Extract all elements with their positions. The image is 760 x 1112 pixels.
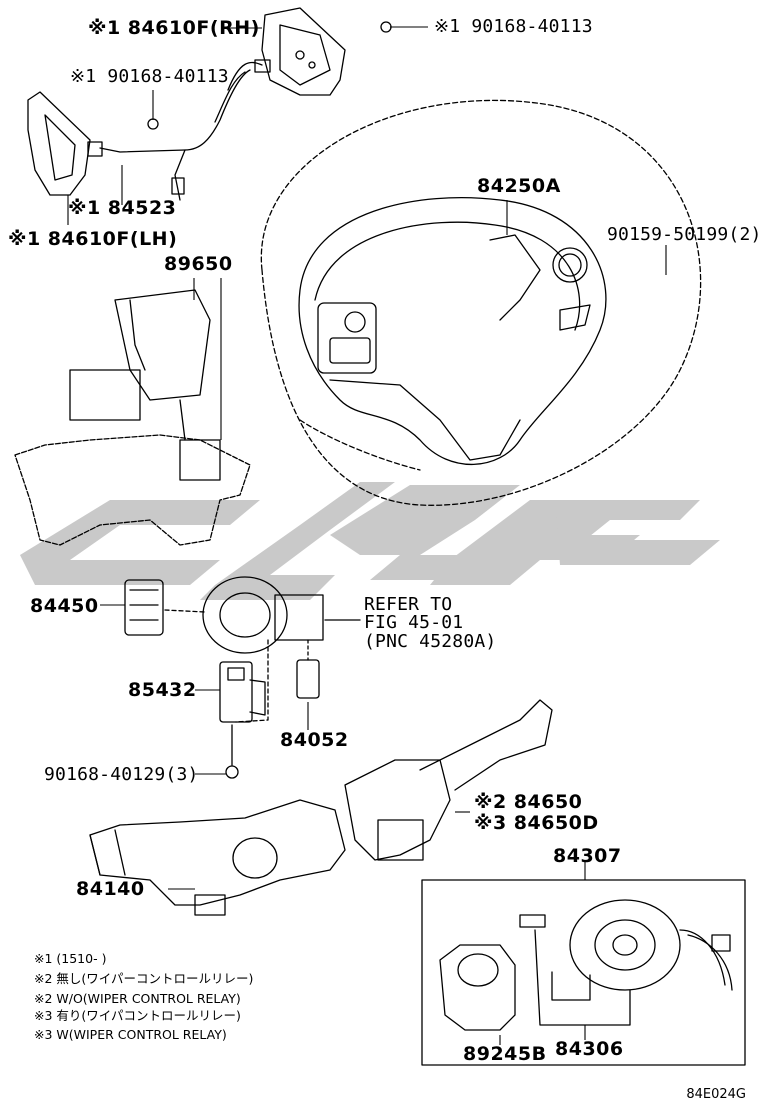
paddle-switch-lh (27, 91, 91, 196)
note-4: ※3 有り(ワイパコントロールリレー) (34, 1008, 241, 1023)
note-2: ※2 無し(ワイパーコントロールリレー) (34, 971, 254, 986)
module-89650 (14, 289, 251, 546)
label-84523: ※1 84523 (68, 197, 177, 219)
label-84450: 84450 (30, 595, 99, 617)
note-5: ※3 W(WIPER CONTROL RELAY) (34, 1027, 227, 1042)
sensor-89245B (439, 944, 516, 1031)
bolt-90168-40129 (225, 724, 239, 779)
steering-wheel-84250A (260, 99, 702, 506)
label-84250A: 84250A (477, 175, 561, 197)
figure-code: 84E024G (686, 1087, 746, 1102)
label-89245B: 89245B (463, 1043, 547, 1065)
label-90168-40129: 90168-40129(3) (44, 764, 199, 785)
refer-line3: (PNC 45280A) (364, 631, 497, 652)
label-89650: 89650 (164, 253, 233, 275)
wiper-switch-84650 (344, 699, 553, 861)
label-85432: 85432 (128, 679, 197, 701)
label-84140: 84140 (76, 878, 145, 900)
wire-harness-84523 (87, 69, 251, 201)
paddle-switch-rh (227, 7, 346, 96)
label-84610F-rh: ※1 84610F(RH) (88, 17, 260, 39)
note-3: ※2 W/O(WIPER CONTROL RELAY) (34, 991, 241, 1006)
label-84052: 84052 (280, 729, 349, 751)
refer-line2: FIG 45-01 (364, 612, 464, 633)
note-1: ※1 (1510- ) (34, 951, 107, 966)
label-90159-50199: 90159-50199(2) (607, 224, 760, 245)
switch-84450 (124, 579, 164, 636)
transponder-85432 (219, 639, 269, 723)
label-84306: 84306 (555, 1038, 624, 1060)
turn-signal-switch-84140 (89, 799, 346, 916)
label-84307: 84307 (553, 845, 622, 867)
label-90168-40113-left: ※1 90168-40113 (70, 66, 229, 87)
steering-lock-housing (164, 576, 361, 654)
refer-line1: REFER TO (364, 594, 453, 615)
watermark-logo (20, 482, 720, 600)
label-90168-40113-top: ※1 90168-40113 (434, 16, 593, 37)
label-84650: ※2 84650 (474, 791, 583, 813)
label-84610F-lh: ※1 84610F(LH) (8, 228, 178, 250)
label-84650D: ※3 84650D (474, 812, 599, 834)
switch-84052 (296, 639, 320, 699)
leader-lines (67, 26, 667, 1045)
